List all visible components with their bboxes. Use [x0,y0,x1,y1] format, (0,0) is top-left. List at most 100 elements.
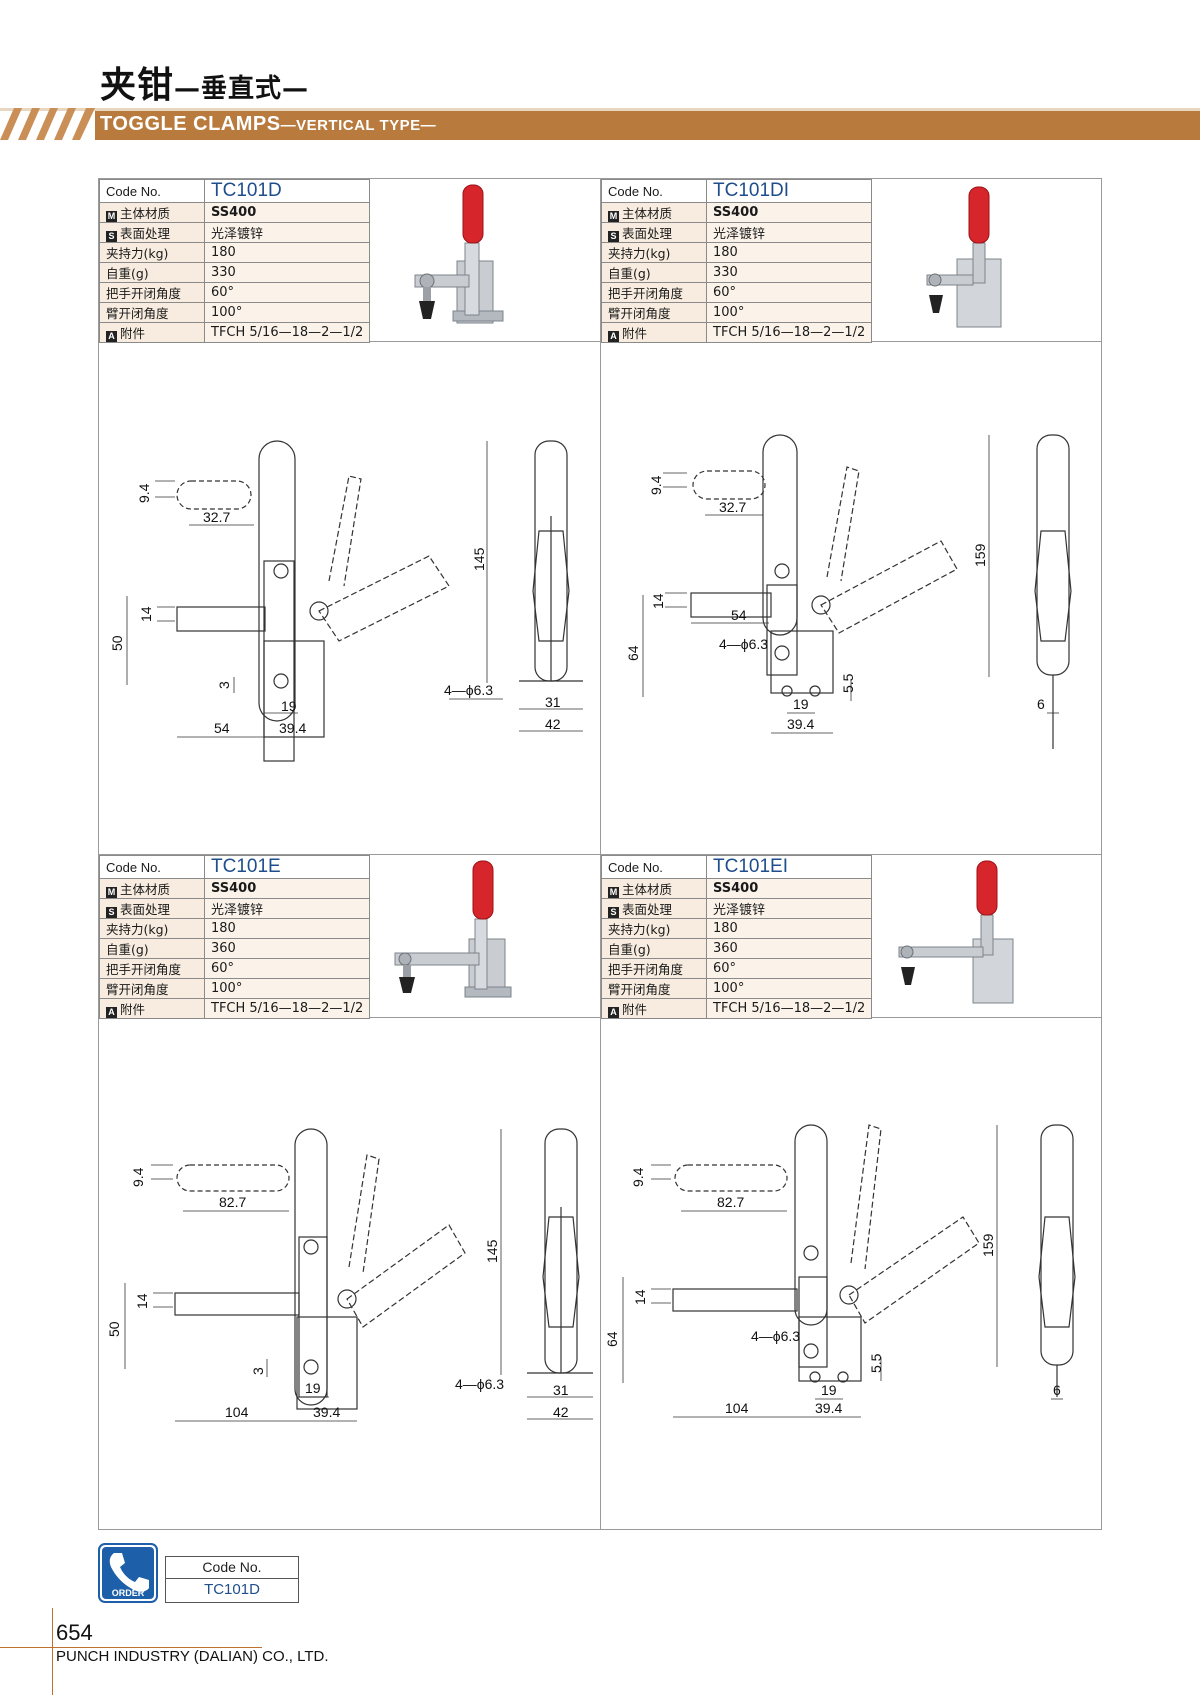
weight-value: 360 [705,938,873,959]
order-code-label: Code No. [166,1557,298,1579]
dim-label: 4—ϕ6.3 [444,682,493,698]
holding-value: 180 [705,918,873,939]
holding-value: 180 [203,918,371,939]
holding-label: 夹持力(kg) [601,242,707,263]
dim-label: 9.4 [136,483,152,503]
code-value: TC101EI [705,855,873,879]
holding-label: 夹持力(kg) [601,918,707,939]
subtitle-en: —VERTICAL TYPE— [280,117,437,134]
weight-value: 330 [203,262,371,283]
holding-label: 夹持力(kg) [99,918,205,939]
arm-angle-value: 100° [203,302,371,323]
material-value: SS400 [705,202,873,223]
arm-angle-value: 100° [705,978,873,999]
surface-value: 光泽镀锌 [705,222,873,243]
dim-label: 42 [545,716,561,732]
footer-rule-horizontal [0,1647,262,1648]
handle-angle-label: 把手开闭角度 [99,958,205,979]
handle-angle-label: 把手开闭角度 [601,958,707,979]
handle-angle-label: 把手开闭角度 [601,282,707,303]
dim-label: 6 [1053,1382,1061,1398]
handle-angle-value: 60° [203,282,371,303]
dim-label: 3 [216,681,232,689]
title-en: TOGGLE CLAMPS [100,113,281,135]
dim-label: 104 [725,1400,749,1416]
title-band [0,108,1200,140]
dim-label: 50 [109,635,125,651]
accessory-value: TFCH 5/16—18—2—1/2 [705,322,873,343]
badge-a: A [106,1007,117,1018]
dim-label: 9.4 [648,475,664,495]
code-value: TC101E [203,855,371,879]
dim-label: 5.5 [840,673,856,693]
code-label: Code No. [601,179,707,203]
arm-angle-label: 臂开闭角度 [99,302,205,323]
handle-angle-label: 把手开闭角度 [99,282,205,303]
title-en-band: TOGGLE CLAMPS—VERTICAL TYPE— [100,113,436,136]
weight-label: 自重(g) [601,262,707,283]
order-icon [98,1543,158,1603]
surface-value: 光泽镀锌 [203,222,371,243]
technical-drawing: 9.4 82.7 14 50 3 19 104 39.4 145 4—ϕ6.3 … [106,1128,593,1422]
dim-label: 39.4 [279,720,306,736]
handle-angle-value: 60° [705,958,873,979]
code-value: TC101D [203,179,371,203]
dim-label: 82.7 [717,1194,744,1210]
dim-label: 82.7 [219,1194,246,1210]
product-photo [394,860,512,998]
weight-label: 自重(g) [99,938,205,959]
product-photo [414,184,504,324]
badge-a: A [608,331,619,342]
dim-label: 64 [625,645,641,661]
badge-m: M [608,211,619,222]
weight-value: 330 [705,262,873,283]
code-label: Code No. [99,855,205,879]
badge-a: A [106,331,117,342]
surface-value: 光泽镀锌 [203,898,371,919]
dim-label: 19 [793,696,809,712]
holding-value: 180 [203,242,371,263]
arm-angle-label: 臂开闭角度 [99,978,205,999]
order-code-box: Code No. TC101D [165,1556,299,1603]
badge-s: S [608,231,619,242]
dim-label: 3 [250,1367,266,1375]
product-photo [926,186,1002,328]
dim-label: 50 [106,1321,122,1337]
arm-angle-value: 100° [203,978,371,999]
material-value: SS400 [203,878,371,899]
dim-label: 159 [972,543,988,567]
weight-label: 自重(g) [601,938,707,959]
weight-value: 360 [203,938,371,959]
dim-label: 31 [553,1382,569,1398]
accessory-value: TFCH 5/16—18—2—1/2 [705,998,873,1019]
badge-s: S [106,231,117,242]
holding-label: 夹持力(kg) [99,242,205,263]
dim-label: 39.4 [787,716,814,732]
dim-label: 14 [632,1289,648,1305]
holding-value: 180 [705,242,873,263]
dim-label: 104 [225,1404,249,1420]
dim-label: 9.4 [630,1167,646,1187]
badge-m: M [106,211,117,222]
dim-label: 64 [604,1331,620,1347]
arm-angle-label: 臂开闭角度 [601,302,707,323]
material-value: SS400 [203,202,371,223]
dim-label: 19 [305,1380,321,1396]
